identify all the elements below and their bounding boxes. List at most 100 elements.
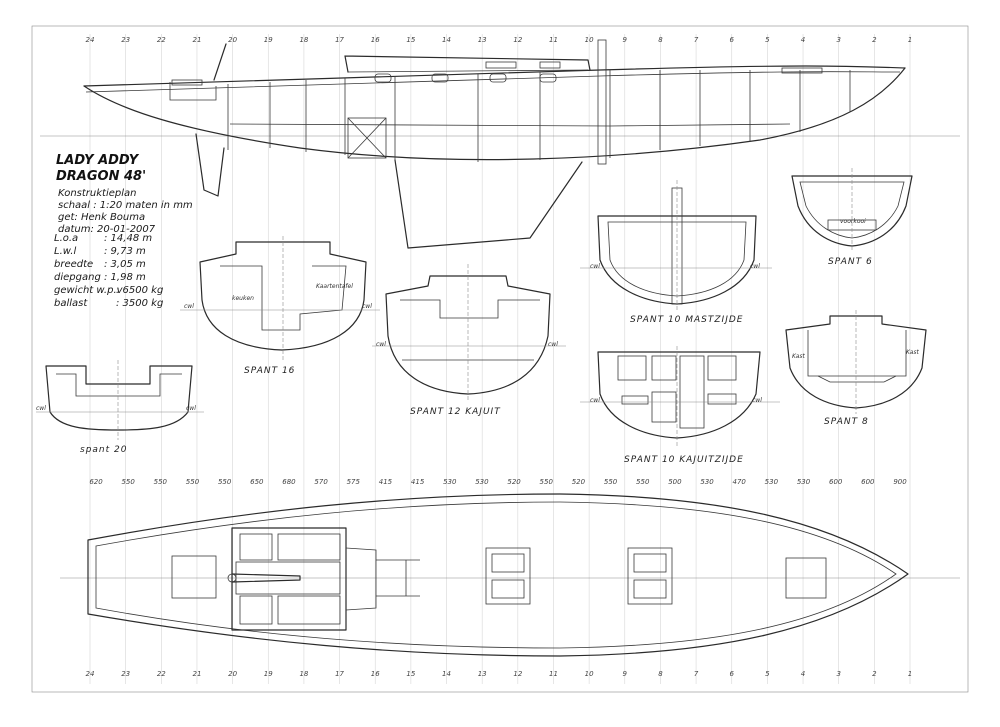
- top-station-number: 24: [86, 36, 95, 44]
- section-spant-20: cwl cwl spant 20: [36, 360, 204, 455]
- spacing-value: 470: [733, 478, 747, 486]
- spacing-value: 530: [765, 478, 779, 486]
- bottom-station-number: 13: [478, 670, 487, 678]
- bottom-station-number: 11: [549, 670, 558, 678]
- section-spant-8: Kast Kast SPANT 8: [785, 310, 927, 427]
- cwl-label: cwl: [590, 397, 600, 404]
- deck-plan: [60, 493, 960, 657]
- bottom-station-number: 5: [765, 670, 770, 678]
- top-station-number: 10: [585, 36, 594, 44]
- info-line-4: datum: 20-01-2007: [58, 224, 156, 235]
- info-line-3: get: Henk Bouma: [58, 212, 145, 223]
- top-station-number: 22: [157, 36, 166, 44]
- spacing-value: 650: [250, 478, 264, 486]
- spacing-value: 550: [540, 478, 554, 486]
- top-station-number: 5: [765, 36, 770, 44]
- kaartentafel-label: Kaartentafel: [316, 283, 353, 290]
- spacing-value: 550: [636, 478, 650, 486]
- section-spant-10-kajuitzijde: cwl cwl SPANT 10 KAJUITZIJDE: [580, 346, 780, 465]
- bottom-station-number: 1: [908, 670, 912, 678]
- spec-value: : 1,98 m: [104, 272, 146, 283]
- section-label: SPANT 10 MASTZIJDE: [630, 315, 743, 325]
- bottom-station-number: 8: [658, 670, 663, 678]
- bottom-station-number: 6: [730, 670, 735, 678]
- kast-right-label: Kast: [906, 349, 920, 356]
- bottom-station-number: 19: [264, 670, 273, 678]
- top-station-number: 19: [264, 36, 273, 44]
- spacing-value: 530: [475, 478, 489, 486]
- kast-left-label: Kast: [792, 353, 806, 360]
- cwl-label: cwl: [376, 341, 386, 348]
- spacing-value: 550: [186, 478, 200, 486]
- spacing-value: 530: [797, 478, 811, 486]
- section-label: SPANT 8: [824, 417, 869, 427]
- top-station-number: 1: [908, 36, 912, 44]
- cwl-label: cwl: [36, 405, 46, 412]
- drawing-frame: [31, 25, 969, 693]
- spec-label: diepgang: [54, 272, 101, 283]
- bottom-station-number: 9: [623, 670, 628, 678]
- top-station-number: 6: [730, 36, 735, 44]
- top-station-number: 4: [801, 36, 805, 44]
- spec-label: L.o.a: [54, 233, 78, 244]
- bottom-station-number: 4: [801, 670, 805, 678]
- top-station-number: 23: [121, 36, 130, 44]
- spacing-value: 550: [121, 478, 135, 486]
- spacing-value: 550: [604, 478, 618, 486]
- bottom-station-number: 23: [121, 670, 130, 678]
- bottom-station-number: 12: [513, 670, 522, 678]
- cwl-label: cwl: [590, 263, 600, 270]
- cwl-label: cwl: [750, 263, 760, 270]
- spacing-value: 500: [668, 478, 682, 486]
- spec-value: : 14,48 m: [104, 233, 152, 244]
- cwl-label: cwl: [184, 303, 194, 310]
- section-label: SPANT 12 KAJUIT: [410, 407, 501, 417]
- spec-label: gewicht w.p.v: [54, 285, 124, 296]
- spacing-value: 570: [314, 478, 328, 486]
- cwl-label: cwl: [548, 341, 558, 348]
- section-label: SPANT 6: [828, 257, 873, 267]
- spacing-value: 620: [89, 478, 103, 486]
- bottom-station-number: 22: [157, 670, 166, 678]
- bottom-station-number: 15: [406, 670, 415, 678]
- top-station-number: 20: [228, 36, 237, 44]
- top-station-number: 12: [513, 36, 522, 44]
- bottom-station-number: 10: [585, 670, 594, 678]
- top-station-number: 17: [335, 36, 344, 44]
- spacing-value: 415: [411, 478, 425, 486]
- bottom-station-number: 18: [299, 670, 308, 678]
- spacing-value: 600: [829, 478, 843, 486]
- side-profile: [40, 39, 960, 249]
- cwl-label: cwl: [362, 303, 372, 310]
- section-spant-16: keuken Kaartentafel cwl cwl SPANT 16: [180, 236, 380, 376]
- spec-label: ballast: [54, 298, 88, 309]
- section-spant-10-mastzijde: cwl cwl SPANT 10 MASTZIJDE: [580, 180, 772, 325]
- cwl-label: cwl: [752, 397, 762, 404]
- info-line-2: schaal : 1:20 maten in mm: [58, 200, 193, 211]
- top-station-number: 15: [406, 36, 415, 44]
- bottom-station-number: 24: [86, 670, 95, 678]
- spacing-value: 520: [507, 478, 521, 486]
- keuken-label: keuken: [232, 295, 254, 302]
- section-spant-6: voorkooi SPANT 6: [791, 168, 913, 267]
- spec-label: breedte: [54, 259, 93, 270]
- top-station-number: 21: [192, 36, 201, 44]
- spacing-value: 530: [443, 478, 457, 486]
- bottom-station-number: 20: [228, 670, 237, 678]
- top-station-number: 18: [299, 36, 308, 44]
- spacing-value: 600: [861, 478, 875, 486]
- spec-list: L.o.a : 14,48 m L.w.l : 9,73 m breedte :…: [54, 233, 163, 309]
- voorkooi-label: voorkooi: [840, 218, 866, 225]
- bottom-station-number: 16: [371, 670, 380, 678]
- top-station-number: 16: [371, 36, 380, 44]
- section-label: spant 20: [80, 445, 127, 455]
- title-block: LADY ADDY DRAGON 48' Konstruktieplan sch…: [54, 153, 193, 309]
- spacing-value: 575: [347, 478, 361, 486]
- top-station-number: 2: [872, 36, 877, 44]
- top-station-number: 13: [478, 36, 487, 44]
